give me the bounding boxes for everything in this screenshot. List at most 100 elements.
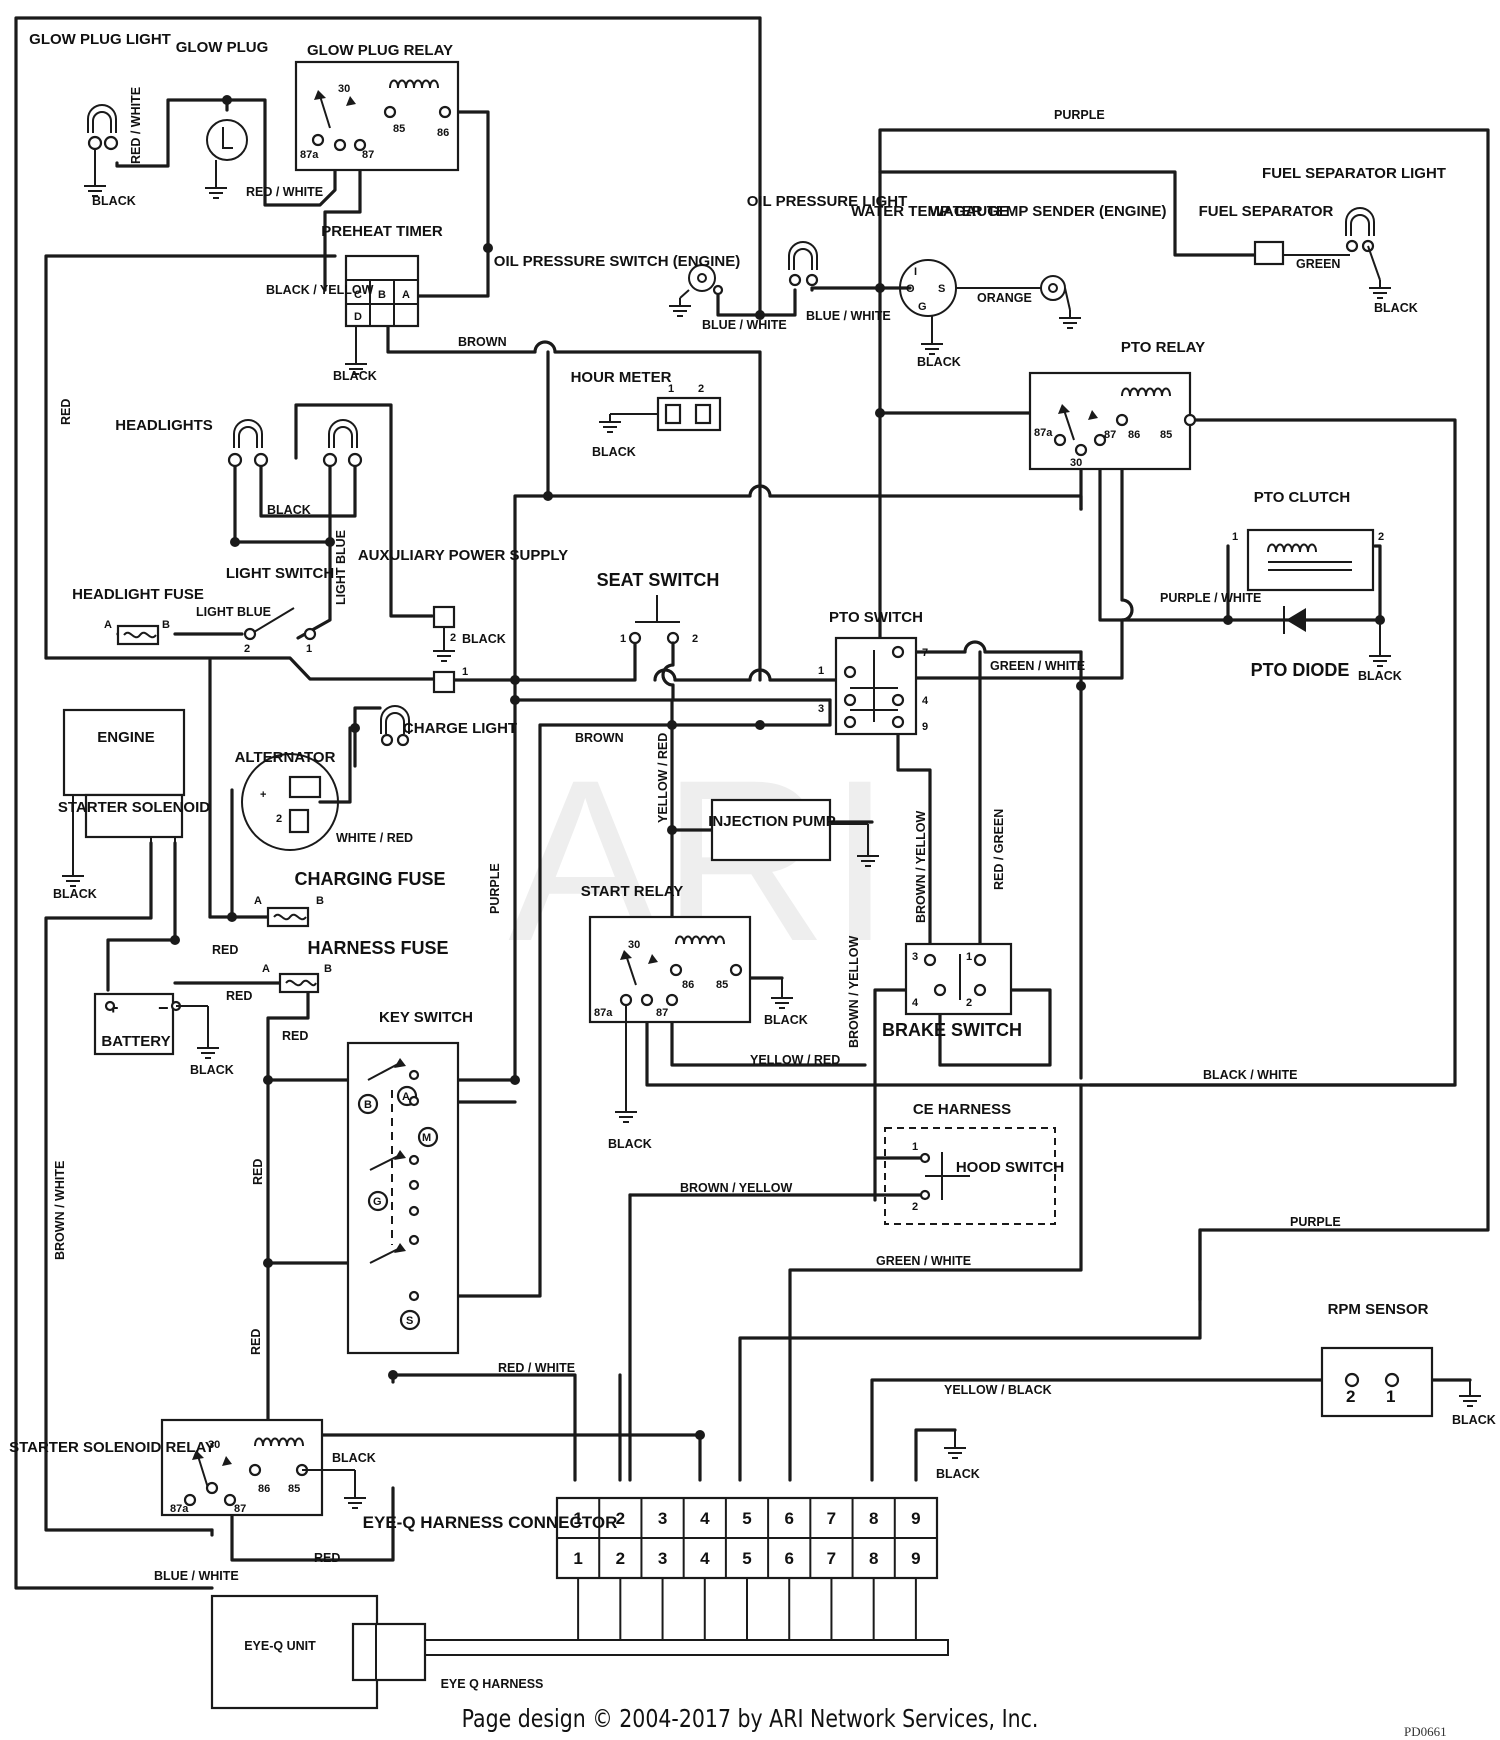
eye-q-harness-label: EYE Q HARNESS <box>441 1677 544 1691</box>
water-temp-gauge-label: WATER TEMP GAUGE <box>851 203 1009 220</box>
connector-pin-label: 4 <box>700 1509 710 1528</box>
svg-text:B: B <box>316 895 324 907</box>
svg-text:BLACK / YELLOW: BLACK / YELLOW <box>266 283 374 297</box>
eye-q-unit-label: EYE-Q UNIT <box>244 1639 316 1653</box>
engine-label: ENGINE <box>97 729 155 746</box>
svg-text:30: 30 <box>338 83 350 95</box>
svg-text:GREEN / WHITE: GREEN / WHITE <box>990 659 1085 673</box>
starter-solenoid-label: STARTER SOLENOID <box>58 799 210 816</box>
svg-text:4: 4 <box>912 997 919 1009</box>
drawing-code: PD0661 <box>1404 1724 1447 1739</box>
pto-switch-label: PTO SWITCH <box>829 609 923 626</box>
wires <box>14 16 1490 1590</box>
connector-pin-label: 3 <box>658 1509 667 1528</box>
svg-text:RED: RED <box>249 1329 263 1355</box>
svg-text:−: − <box>158 998 169 1018</box>
svg-text:BLACK: BLACK <box>608 1137 652 1151</box>
pto-diode-label: PTO DIODE <box>1251 660 1350 680</box>
copyright-footer: Page design © 2004-2017 by ARI Network S… <box>461 1704 1039 1733</box>
svg-text:RED: RED <box>59 399 73 425</box>
svg-text:BROWN / YELLOW: BROWN / YELLOW <box>680 1181 792 1195</box>
harness-fuse-label: HARNESS FUSE <box>307 938 448 958</box>
svg-text:A: A <box>104 619 112 631</box>
svg-text:1: 1 <box>462 666 468 678</box>
svg-text:A: A <box>402 289 410 301</box>
alternator: +2 <box>241 753 339 851</box>
fuel-separator-light <box>1345 207 1392 299</box>
svg-text:BLACK: BLACK <box>764 1013 808 1027</box>
svg-text:O: O <box>906 283 915 295</box>
svg-text:87a: 87a <box>1034 427 1053 439</box>
connector-pin-label: 6 <box>784 1549 793 1568</box>
svg-text:M: M <box>422 1132 431 1144</box>
svg-text:B: B <box>162 619 170 631</box>
seat-switch-label: SEAT SWITCH <box>597 570 720 590</box>
fuel-separator-light-label: FUEL SEPARATOR LIGHT <box>1262 165 1446 182</box>
svg-text:BLACK: BLACK <box>1358 669 1402 683</box>
svg-text:87: 87 <box>1104 429 1116 441</box>
svg-text:1: 1 <box>620 633 626 645</box>
svg-text:B: B <box>324 963 332 975</box>
svg-text:GREEN / WHITE: GREEN / WHITE <box>876 1254 971 1268</box>
svg-text:BROWN / YELLOW: BROWN / YELLOW <box>847 936 861 1048</box>
svg-text:ORANGE: ORANGE <box>977 291 1032 305</box>
svg-text:BROWN / YELLOW: BROWN / YELLOW <box>914 811 928 923</box>
oil-pressure-light <box>788 241 819 287</box>
svg-text:30: 30 <box>1070 457 1082 469</box>
svg-text:I: I <box>914 266 917 278</box>
svg-text:S: S <box>938 283 945 295</box>
svg-text:D: D <box>354 311 362 323</box>
svg-text:BROWN: BROWN <box>575 731 624 745</box>
svg-text:2: 2 <box>966 997 972 1009</box>
connector-pin-label: 2 <box>616 1509 625 1528</box>
connector-pin-label: 7 <box>827 1549 836 1568</box>
connector-pin-label: 7 <box>827 1509 836 1528</box>
svg-text:G: G <box>918 301 927 313</box>
svg-text:RED: RED <box>212 943 238 957</box>
svg-text:3: 3 <box>912 951 918 963</box>
svg-text:BLACK: BLACK <box>53 887 97 901</box>
svg-text:BLUE / WHITE: BLUE / WHITE <box>702 318 787 332</box>
svg-text:PURPLE: PURPLE <box>488 863 502 914</box>
key-switch: BA MG S <box>346 1041 460 1355</box>
battery-label: BATTERY <box>101 1033 170 1050</box>
water-temp-gauge: IO SG <box>899 259 957 355</box>
starter-solenoid-relay-label: STARTER SOLENOID RELAY <box>9 1439 215 1456</box>
connector-pin-label: 5 <box>742 1549 751 1568</box>
headlight-fuse-label: HEADLIGHT FUSE <box>72 586 204 603</box>
eye-q-unit <box>210 1594 949 1710</box>
svg-text:2: 2 <box>1346 1387 1355 1406</box>
svg-text:2: 2 <box>912 1201 918 1213</box>
svg-text:2: 2 <box>692 633 698 645</box>
svg-text:30: 30 <box>628 939 640 951</box>
connector-pin-label: 5 <box>742 1509 751 1528</box>
svg-text:YELLOW / RED: YELLOW / RED <box>750 1053 840 1067</box>
pto-clutch-label: PTO CLUTCH <box>1254 489 1350 506</box>
svg-text:RED / WHITE: RED / WHITE <box>129 87 143 164</box>
svg-text:4: 4 <box>922 695 929 707</box>
engine <box>61 708 186 887</box>
svg-text:BROWN: BROWN <box>458 335 507 349</box>
glow-plug <box>204 119 248 199</box>
svg-text:PURPLE / WHITE: PURPLE / WHITE <box>1160 591 1261 605</box>
svg-text:A: A <box>402 1091 410 1103</box>
svg-text:BLACK: BLACK <box>1452 1413 1496 1427</box>
connector-pin-label: 9 <box>911 1509 920 1528</box>
brake-switch-label: BRAKE SWITCH <box>882 1020 1022 1040</box>
svg-text:87a: 87a <box>594 1007 613 1019</box>
svg-text:2: 2 <box>244 643 250 655</box>
svg-text:RED: RED <box>251 1159 265 1185</box>
svg-text:2: 2 <box>450 632 456 644</box>
preheat-timer-label: PREHEAT TIMER <box>321 223 443 240</box>
svg-text:BROWN / WHITE: BROWN / WHITE <box>53 1161 67 1260</box>
svg-text:BLACK: BLACK <box>333 369 377 383</box>
